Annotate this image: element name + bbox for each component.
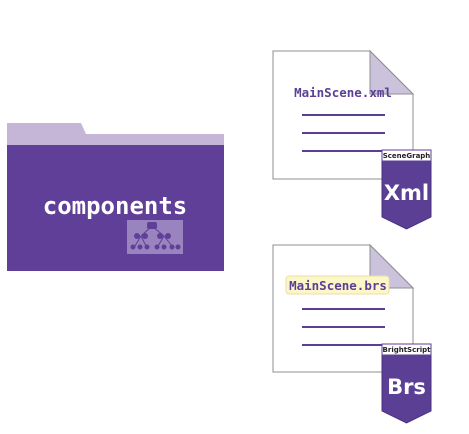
- page-fold: [369, 49, 415, 95]
- badge-tag: BrightScript: [383, 346, 432, 354]
- file-name: MainScene.xml: [294, 85, 392, 100]
- text-lines: [302, 114, 385, 152]
- text-lines: [302, 308, 385, 346]
- components-folder: components: [7, 123, 224, 271]
- tree-graph-icon: [127, 220, 183, 254]
- xml-badge: SceneGraph Xml: [381, 149, 432, 230]
- badge-code: Brs: [387, 375, 426, 399]
- folder-body: [7, 145, 224, 271]
- file-name: MainScene.brs: [289, 278, 387, 293]
- folder-tab-band: [7, 134, 224, 146]
- badge-code: Xml: [384, 181, 429, 205]
- badge-tag: SceneGraph: [383, 152, 431, 160]
- file-mainscene-brs: MainScene.brs BrightScript Brs: [272, 243, 432, 424]
- folder-label: components: [43, 192, 188, 220]
- filename-highlight: [285, 275, 390, 295]
- brs-badge: BrightScript Brs: [381, 343, 432, 424]
- file-mainscene-xml: MainScene.xml SceneGraph Xml: [272, 49, 432, 230]
